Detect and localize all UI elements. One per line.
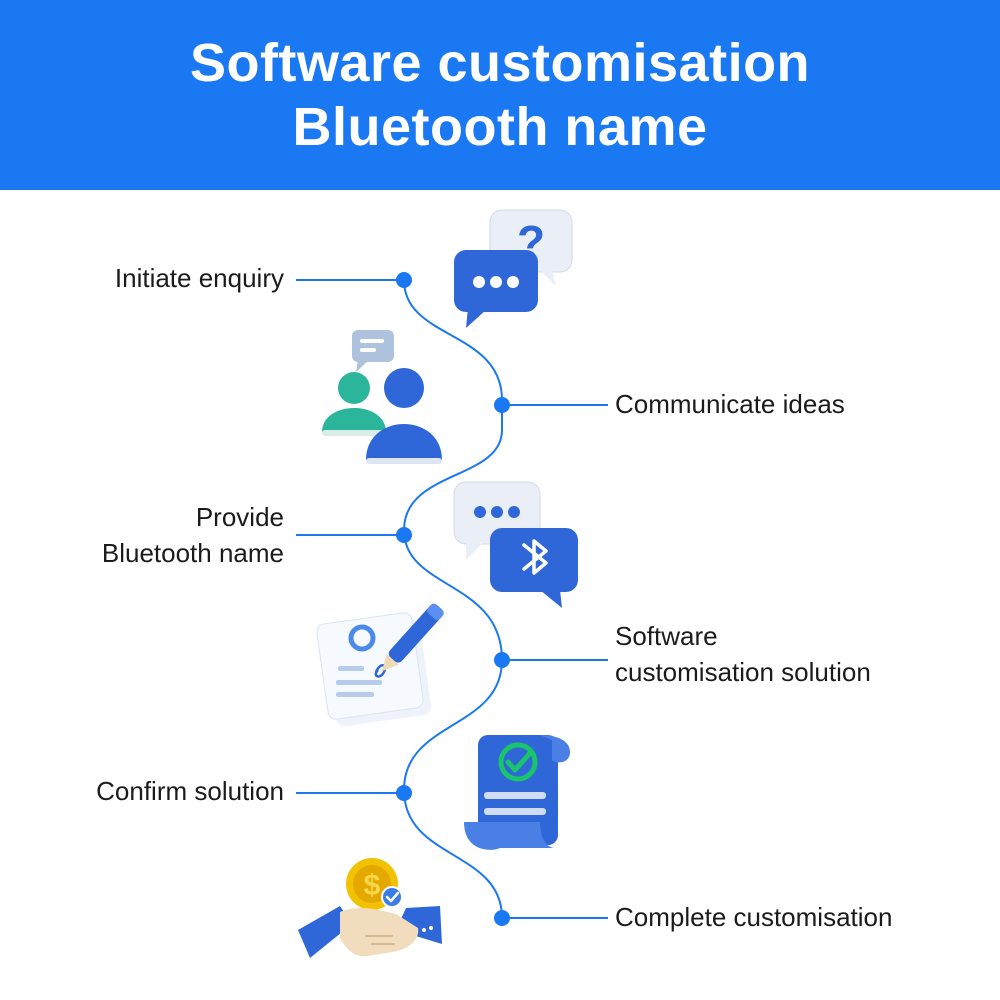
- step-label-provide-bluetooth-name: Provide Bluetooth name: [101, 502, 284, 568]
- header-banner: Software customisation Bluetooth name: [0, 0, 1000, 190]
- document-pen-icon: [316, 603, 444, 727]
- check-scroll-icon: [464, 735, 570, 850]
- node-step-5: [396, 785, 412, 801]
- timeline-path: [402, 279, 504, 919]
- step-label-communicate-ideas: Communicate ideas: [615, 389, 845, 419]
- node-step-4: [494, 652, 510, 668]
- page-title-line-2: Bluetooth name: [292, 97, 708, 157]
- handshake-coin-icon: $: [298, 858, 442, 958]
- step-label-confirm-solution: Confirm solution: [96, 776, 284, 806]
- page-title-line-1: Software customisation: [189, 33, 811, 93]
- svg-text:$: $: [364, 869, 381, 902]
- node-step-2: [494, 397, 510, 413]
- node-step-1: [396, 272, 412, 288]
- chat-question-icon: ?: [454, 209, 573, 328]
- people-chat-icon: [322, 330, 442, 464]
- node-step-3: [396, 527, 412, 543]
- step-label-initiate-enquiry: Initiate enquiry: [114, 263, 284, 293]
- step-label-software-customisation-solution: Software customisation solution: [615, 621, 871, 687]
- step-label-complete-customisation: Complete customisation: [615, 902, 893, 932]
- node-step-6: [494, 910, 510, 926]
- bluetooth-chat-icon: [453, 481, 578, 608]
